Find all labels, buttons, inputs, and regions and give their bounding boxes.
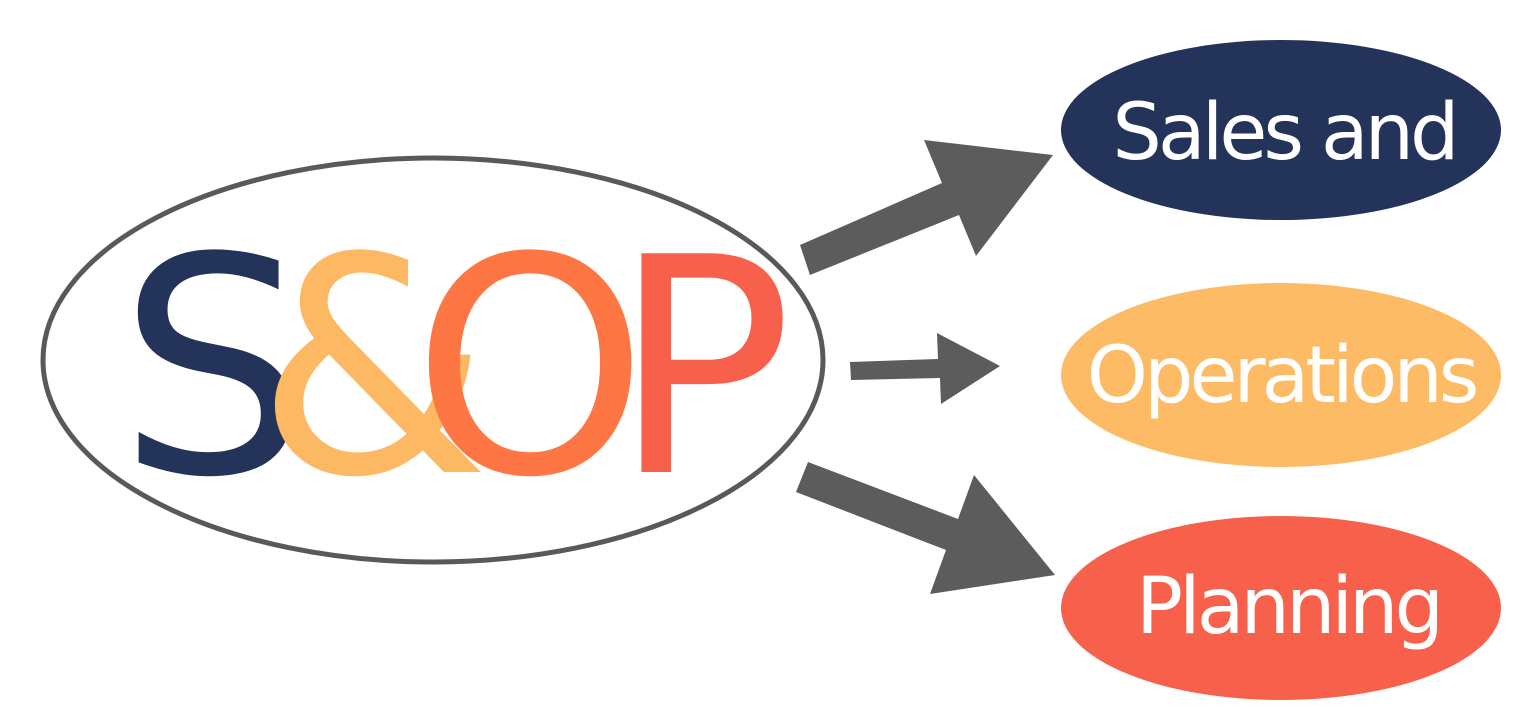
acronym-letter-p: P	[612, 194, 793, 543]
arrow-to-sales	[800, 140, 1053, 275]
sales-label: Sales and	[1112, 88, 1455, 178]
sales-oval	[1061, 40, 1501, 220]
operations-label: Operations	[1087, 331, 1476, 421]
operations-oval	[1061, 283, 1501, 467]
acronym-letter-s: S	[118, 194, 308, 543]
arrow-to-planning	[796, 462, 1055, 594]
planning-oval	[1061, 516, 1501, 700]
arrow-to-operations	[850, 333, 1000, 404]
acronym-letter-ampersand: &	[256, 194, 490, 543]
planning-label: Planning	[1136, 562, 1440, 652]
acronym-letter-o: O	[412, 194, 648, 543]
acronym-ring	[40, 155, 826, 565]
